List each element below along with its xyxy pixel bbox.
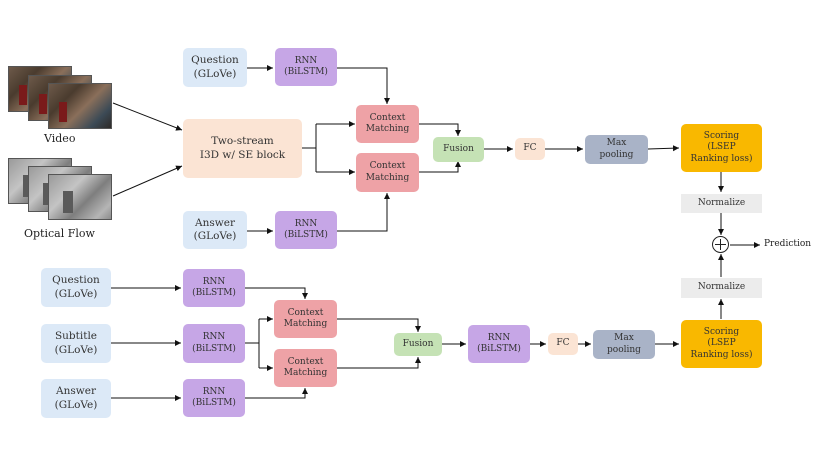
arrow-context1-fusion-bottom <box>337 318 421 332</box>
bottom-scoring: Scoring (LSEP Ranking loss) <box>681 320 762 368</box>
optical-flow-label: Optical Flow <box>24 227 95 240</box>
top-fc: FC <box>515 138 545 160</box>
bottom-normalize: Normalize <box>681 278 762 298</box>
bottom-rnn-subtitle: RNN (BiLSTM) <box>183 324 245 363</box>
arrow-video-i3d <box>112 102 183 131</box>
arrow-rnn-context2-bottom <box>245 388 308 399</box>
arrow-context1-fusion-top <box>419 123 461 136</box>
top-fusion: Fusion <box>433 137 484 162</box>
arrow-i3d-split-top <box>302 124 317 172</box>
prediction-label: Prediction <box>764 239 812 249</box>
bottom-rnn-question: RNN (BiLSTM) <box>183 269 245 307</box>
arrow-context2-fusion-top <box>419 161 461 173</box>
arrow-rnn-context1-bottom <box>245 287 308 299</box>
top-answer-glove: Answer (GLoVe) <box>183 211 247 249</box>
arrow-context2-fusion-bottom <box>337 357 421 369</box>
top-context-matching-1: Context Matching <box>356 105 419 143</box>
bottom-context-matching-2: Context Matching <box>274 349 337 387</box>
arrow-pool-scoring-top <box>647 145 680 152</box>
top-normalize: Normalize <box>681 194 762 213</box>
arrow-flow-i3d <box>112 165 183 197</box>
top-rnn-question: RNN (BiLSTM) <box>275 48 337 86</box>
top-scoring: Scoring (LSEP Ranking loss) <box>681 124 762 172</box>
arrow-rnn-context2-top <box>337 193 390 232</box>
sum-operator-icon <box>712 236 729 253</box>
bottom-context-matching-1: Context Matching <box>274 300 337 338</box>
arrow-rnn-split-bottom <box>245 319 260 368</box>
video-frame-3 <box>48 83 112 129</box>
top-max-pooling: Max pooling <box>585 135 648 164</box>
top-context-matching-2: Context Matching <box>356 153 419 192</box>
bottom-max-pooling: Max pooling <box>593 330 655 359</box>
bottom-fusion: Fusion <box>394 333 442 356</box>
top-question-glove: Question (GLoVe) <box>183 48 247 87</box>
bottom-rnn-answer: RNN (BiLSTM) <box>183 379 245 417</box>
video-label: Video <box>44 132 76 145</box>
bottom-rnn-fused: RNN (BiLSTM) <box>468 325 530 363</box>
two-stream-i3d: Two-stream I3D w/ SE block <box>183 119 302 178</box>
bottom-fc: FC <box>548 333 578 355</box>
flow-frame-3 <box>48 174 112 220</box>
bottom-subtitle-glove: Subtitle (GLoVe) <box>41 324 111 363</box>
bottom-answer-glove: Answer (GLoVe) <box>41 379 111 418</box>
top-rnn-answer: RNN (BiLSTM) <box>275 211 337 249</box>
arrow-rnn-context1-top <box>337 67 390 104</box>
bottom-question-glove: Question (GLoVe) <box>41 268 111 307</box>
